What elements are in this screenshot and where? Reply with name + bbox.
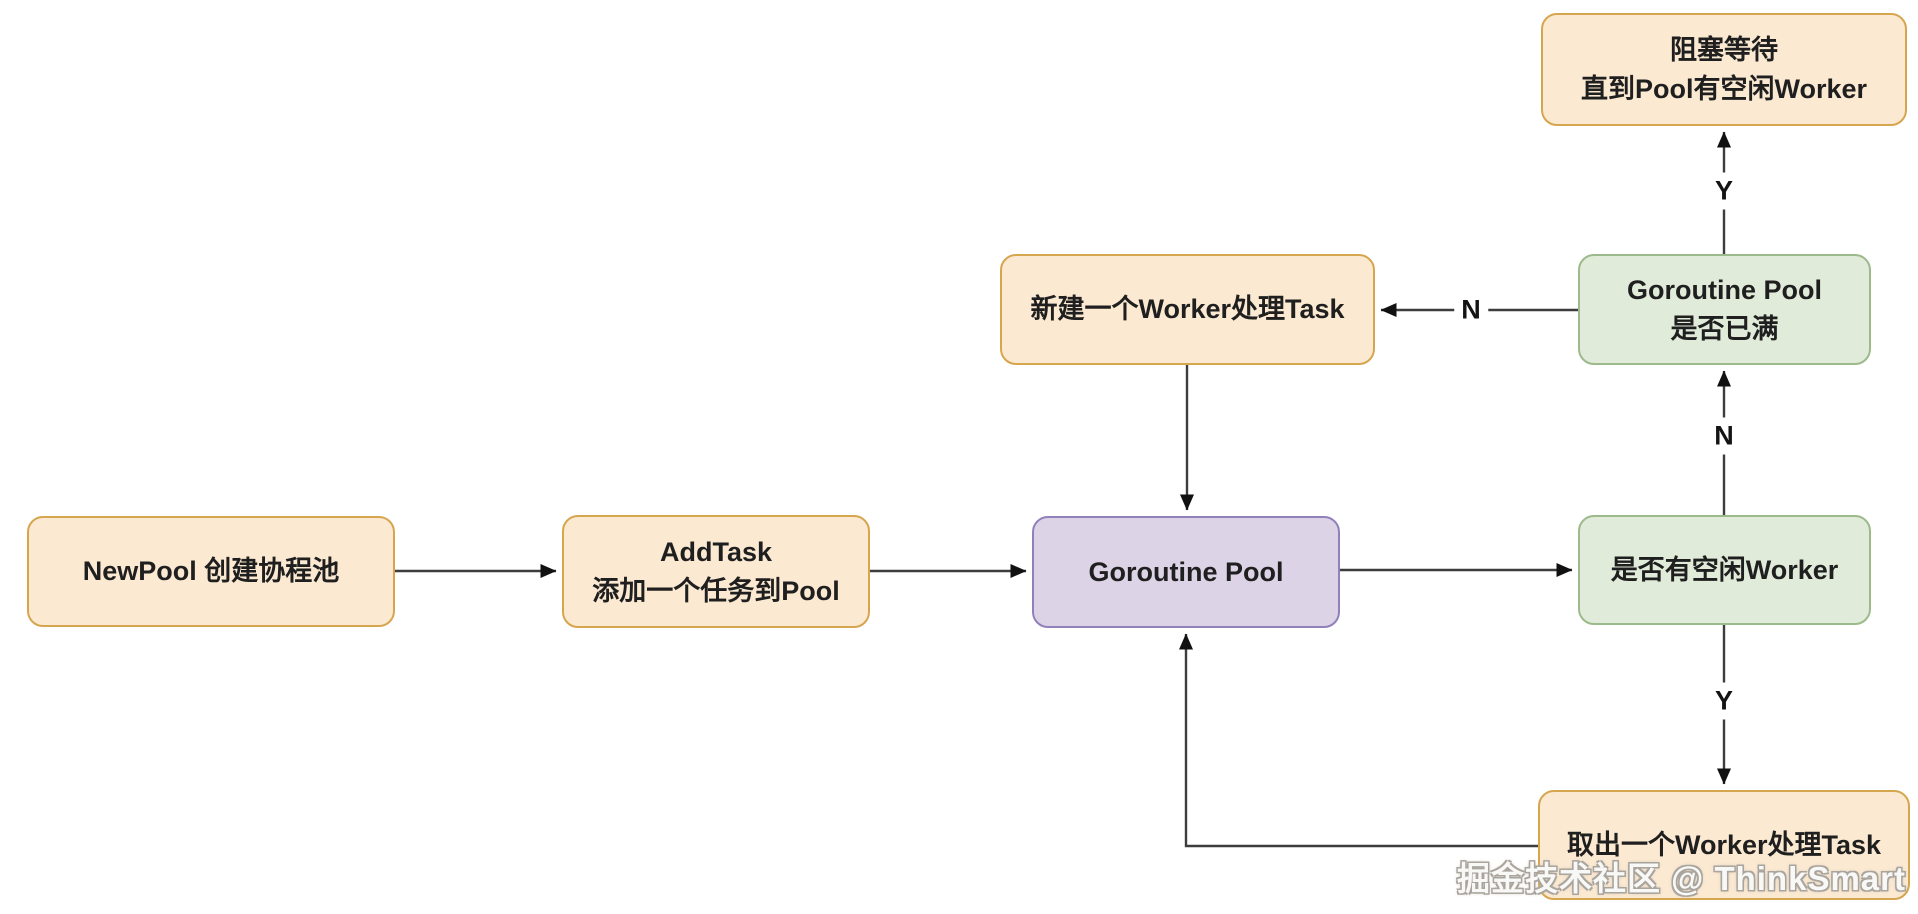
node-addtask: AddTask 添加一个任务到Pool	[562, 515, 870, 628]
node-goroutine-pool: Goroutine Pool	[1032, 516, 1340, 628]
node-idle-worker-check-label: 是否有空闲Worker	[1610, 554, 1839, 585]
node-block-wait-label: 阻塞等待 直到Pool有空闲Worker	[1580, 35, 1868, 104]
node-addtask-label: AddTask 添加一个任务到Pool	[592, 537, 840, 606]
node-pool-full-check-label: Goroutine Pool 是否已满	[1627, 275, 1822, 344]
node-new-worker: 新建一个Worker处理Task	[1000, 254, 1375, 365]
edge-label-idle-yes: Y	[1707, 682, 1741, 720]
node-goroutine-pool-label: Goroutine Pool	[1088, 556, 1284, 587]
edge-label-full-yes: Y	[1707, 172, 1741, 210]
node-new-worker-label: 新建一个Worker处理Task	[1030, 294, 1345, 325]
edge-takeworker-to-pool	[1179, 633, 1538, 848]
edge-label-idle-no: N	[1707, 417, 1741, 455]
node-take-worker: 取出一个Worker处理Task	[1538, 790, 1910, 900]
node-take-worker-label: 取出一个Worker处理Task	[1566, 829, 1882, 860]
watermark: 掘金技术社区 @ ThinkSmart	[1456, 860, 1906, 897]
node-pool-full-check: Goroutine Pool 是否已满	[1578, 254, 1871, 365]
node-newpool-label: NewPool 创建协程池	[82, 556, 340, 587]
edge-label-full-no: N	[1454, 291, 1488, 329]
node-idle-worker-check: 是否有空闲Worker	[1578, 515, 1871, 625]
node-newpool: NewPool 创建协程池	[27, 516, 395, 627]
node-block-wait: 阻塞等待 直到Pool有空闲Worker	[1541, 13, 1907, 126]
